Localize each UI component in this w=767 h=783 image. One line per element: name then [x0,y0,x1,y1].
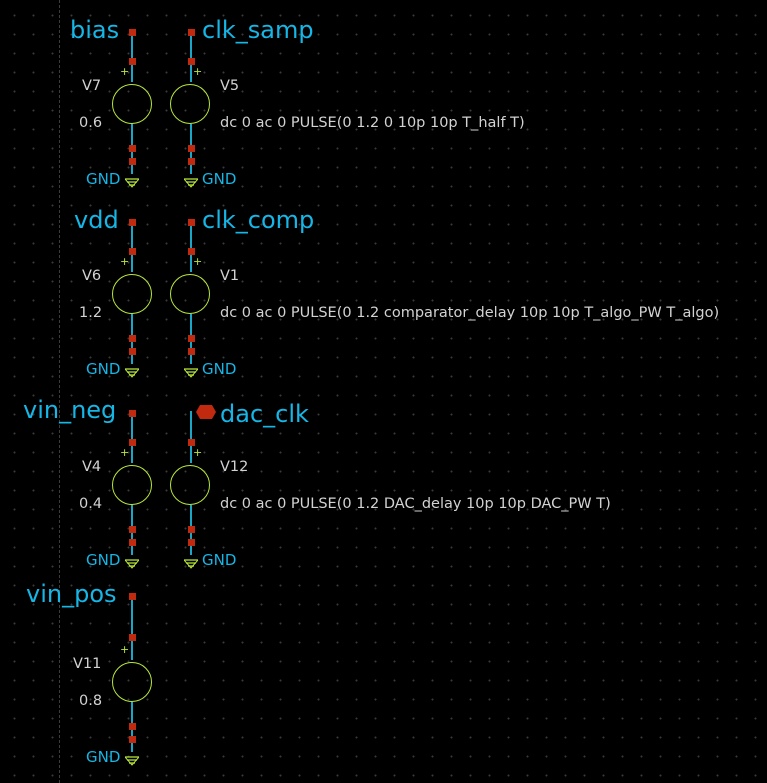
pin[interactable] [129,145,136,152]
pin[interactable] [129,526,136,533]
component-v4[interactable]: vin_neg + V4 0.4 GND [0,381,767,581]
voltage-source-symbol[interactable] [112,662,152,702]
voltage-source-symbol[interactable] [112,465,152,505]
ref-designator[interactable]: V4 [82,459,102,475]
plus-sign: + [120,65,130,78]
source-value[interactable]: dc 0 ac 0 PULSE(0 1.2 0 10p 10p T_half T… [220,115,525,131]
pin[interactable] [129,348,136,355]
ground-label: GND [86,748,121,766]
plus-sign: + [120,255,130,268]
pin[interactable] [129,634,136,641]
pin-top[interactable] [188,219,195,226]
pin[interactable] [129,439,136,446]
ground-icon[interactable] [125,756,139,766]
ground-icon[interactable] [125,368,139,378]
wire[interactable] [190,411,192,463]
pin[interactable] [188,145,195,152]
plus-sign: + [193,255,203,268]
pin-top[interactable] [129,593,136,600]
component-v5[interactable]: clk_samp + V5 dc 0 ac 0 PULSE(0 1.2 0 10… [0,0,767,200]
ground-icon[interactable] [184,368,198,378]
source-value[interactable]: 0.6 [79,115,103,131]
pin[interactable] [188,526,195,533]
ref-designator[interactable]: V11 [73,656,102,672]
pin-top[interactable] [129,219,136,226]
net-label-vdd[interactable]: vdd [74,206,119,234]
source-value[interactable]: dc 0 ac 0 PULSE(0 1.2 comparator_delay 1… [220,305,720,321]
source-value[interactable]: 1.2 [79,305,103,321]
net-junction-hub[interactable] [196,404,216,419]
net-label-dac-clk[interactable]: dac_clk [220,400,309,428]
ground-label: GND [202,360,237,378]
pin[interactable] [188,248,195,255]
component-v7[interactable]: bias + V7 0.6 GND [0,0,767,200]
plus-sign: + [120,446,130,459]
source-value[interactable]: dc 0 ac 0 PULSE(0 1.2 DAC_delay 10p 10p … [220,496,611,512]
component-v1[interactable]: clk_comp + V1 dc 0 ac 0 PULSE(0 1.2 comp… [0,190,767,390]
pin[interactable] [129,58,136,65]
ground-icon[interactable] [125,178,139,188]
source-value[interactable]: 0.4 [79,496,103,512]
pin[interactable] [129,248,136,255]
pin[interactable] [188,335,195,342]
voltage-source-symbol[interactable] [112,274,152,314]
voltage-source-symbol[interactable] [170,465,210,505]
pin[interactable] [129,335,136,342]
plus-sign: + [193,446,203,459]
ref-designator[interactable]: V7 [82,78,102,94]
ground-label: GND [86,170,121,188]
pin[interactable] [188,348,195,355]
ground-icon[interactable] [184,178,198,188]
wire[interactable] [131,600,133,660]
net-label-vin-pos[interactable]: vin_pos [26,580,117,608]
source-value[interactable]: 0.8 [79,693,103,709]
pin[interactable] [188,158,195,165]
net-label-clk-samp[interactable]: clk_samp [202,16,314,44]
pin-top[interactable] [188,29,195,36]
ground-label: GND [86,360,121,378]
pin[interactable] [188,58,195,65]
ground-icon[interactable] [184,559,198,569]
pin[interactable] [129,158,136,165]
net-label-bias[interactable]: bias [70,16,120,44]
ground-label: GND [86,551,121,569]
ground-icon[interactable] [125,559,139,569]
net-label-vin-neg[interactable]: vin_neg [23,396,117,424]
ground-label: GND [202,170,237,188]
pin[interactable] [188,439,195,446]
ref-designator[interactable]: V6 [82,268,102,284]
voltage-source-symbol[interactable] [170,274,210,314]
component-v6[interactable]: vdd + V6 1.2 GND [0,190,767,390]
pin-top[interactable] [129,410,136,417]
sheet-border-line [59,0,60,783]
component-v12[interactable]: dac_clk + V12 dc 0 ac 0 PULSE(0 1.2 DAC_… [0,381,767,581]
pin[interactable] [129,736,136,743]
ref-designator[interactable]: V12 [220,459,249,475]
ground-label: GND [202,551,237,569]
ref-designator[interactable]: V5 [220,78,240,94]
pin-top[interactable] [129,29,136,36]
pin[interactable] [129,723,136,730]
plus-sign: + [120,643,130,656]
pin[interactable] [188,539,195,546]
voltage-source-symbol[interactable] [112,84,152,124]
ref-designator[interactable]: V1 [220,268,240,284]
plus-sign: + [193,65,203,78]
pin[interactable] [129,539,136,546]
component-v11[interactable]: vin_pos + V11 0.8 GND [0,578,767,778]
net-label-clk-comp[interactable]: clk_comp [202,206,315,234]
voltage-source-symbol[interactable] [170,84,210,124]
